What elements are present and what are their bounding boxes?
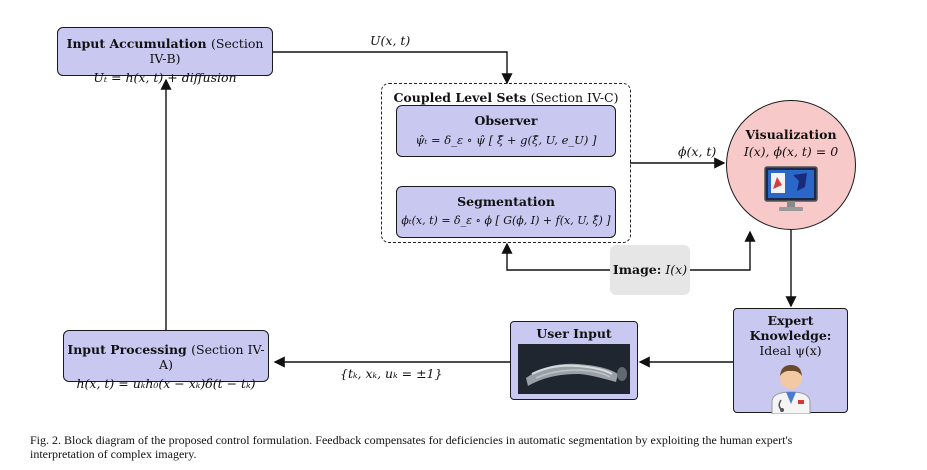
edge-label-u: U(x, t) [370, 33, 411, 48]
image-block: Image: I(x) [610, 245, 690, 295]
caption-line-1: Fig. 2. Block diagram of the proposed co… [30, 433, 793, 447]
visualization-block: Visualization I(x), ϕ(x, t) = 0 [726, 100, 856, 230]
arrow-u [273, 51, 513, 85]
keyboard-icon [518, 344, 630, 394]
input-accumulation-title: Input Accumulation [66, 36, 207, 51]
edge-label-phi: ϕ(x, t) [678, 144, 717, 159]
segmentation-equation: ϕₜ(x, t) = δ_ε ∘ ϕ [ G(ϕ, I) + f(x, U, ξ… [401, 214, 611, 227]
arrow-image-to-coupled [501, 242, 610, 271]
image-label: Image: [612, 262, 662, 277]
expert-knowledge-title: Expert Knowledge: [749, 313, 832, 343]
visualization-title: Visualization [745, 127, 837, 142]
coupled-level-sets-group [381, 83, 631, 243]
input-processing-equation: h(x, t) = uₖh₀(x − xₖ)δ(t − tₖ) [76, 376, 256, 391]
caption-line-2: interpretation of complex imagery. [30, 447, 197, 461]
segmentation-block: Segmentation ϕₜ(x, t) = δ_ε ∘ ϕ [ G(ϕ, I… [396, 186, 616, 238]
user-input-block: User Input [510, 321, 638, 400]
input-processing-title: Input Processing [67, 342, 187, 357]
observer-equation: ψ̂ₜ = δ_ε ∘ ψ̂ [ ξ̂ + g(ξ̂, U, e_U) ] [415, 133, 597, 147]
input-processing-section: (Section IV-A) [159, 342, 265, 372]
arrow-image-to-visualization [690, 230, 756, 271]
expert-knowledge-block: Expert Knowledge: Ideal ψ(x) [733, 308, 848, 415]
observer-block: Observer ψ̂ₜ = δ_ε ∘ ψ̂ [ ξ̂ + g(ξ̂, U, … [396, 105, 616, 157]
observer-title: Observer [474, 113, 538, 128]
coupled-level-sets-title: Coupled Level Sets [393, 90, 527, 105]
expert-knowledge-ideal: Ideal ψ(x) [759, 343, 822, 358]
user-input-title: User Input [536, 326, 612, 341]
input-accumulation-equation: Uₜ = h(x, t) + diffusion [93, 70, 237, 85]
figure-caption: Fig. 2. Block diagram of the proposed co… [30, 433, 900, 461]
monitor-icon [764, 166, 818, 211]
input-accumulation-section: (Section IV-B) [149, 36, 264, 66]
doctor-icon [771, 365, 810, 415]
visualization-equation: I(x), ϕ(x, t) = 0 [743, 144, 839, 159]
image-value: I(x) [665, 262, 688, 277]
segmentation-title: Segmentation [457, 194, 555, 209]
coupled-level-sets-section: (Section IV-C) [530, 90, 619, 105]
input-processing-block: Input Processing (Section IV-A) h(x, t) … [63, 330, 269, 391]
input-accumulation-block: Input Accumulation (Section IV-B) Uₜ = h… [57, 27, 273, 85]
edge-label-input-events: {tₖ, xₖ, uₖ = ±1} [340, 366, 443, 381]
